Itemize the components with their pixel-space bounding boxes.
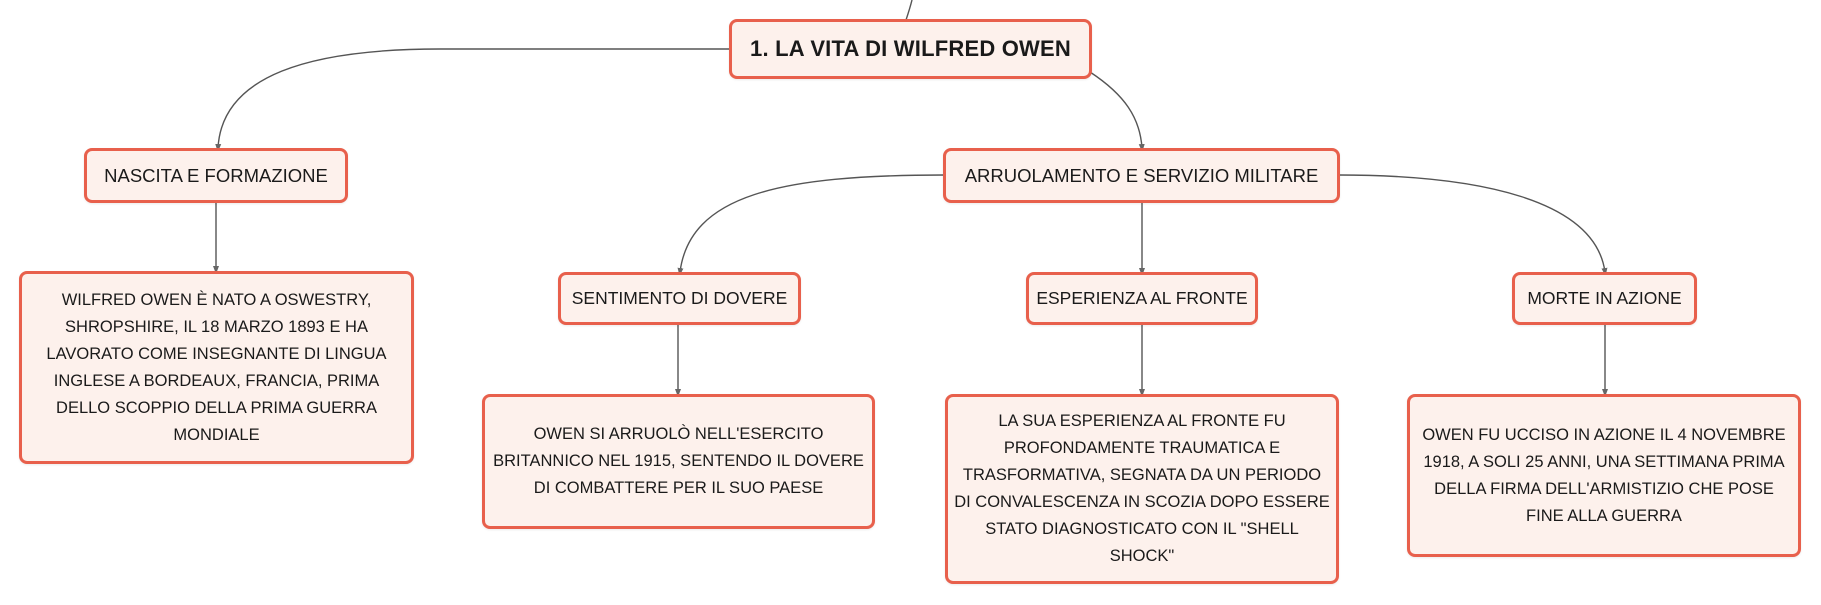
root-label: 1. LA VITA DI WILFRED OWEN xyxy=(750,36,1071,61)
root-node[interactable]: 1. LA VITA DI WILFRED OWEN xyxy=(729,19,1092,79)
node-esperienza-fronte[interactable]: ESPERIENZA AL FRONTE xyxy=(1026,272,1258,325)
node-label: ESPERIENZA AL FRONTE xyxy=(1036,288,1248,308)
connector-arruolamento-morte xyxy=(1337,174,1608,276)
node-label: ARRUOLAMENTO E SERVIZIO MILITARE xyxy=(964,164,1319,186)
node-text: OWEN SI ARRUOLÒ NELL'ESERCITO BRITANNICO… xyxy=(493,425,864,497)
connector-arruolamento-dovere xyxy=(677,174,945,276)
node-fronte-detail[interactable]: LA SUA ESPERIENZA AL FRONTE FU PROFONDAM… xyxy=(945,394,1339,584)
node-label: NASCITA E FORMAZIONE xyxy=(104,164,328,186)
connector-root-arruolamento xyxy=(1089,71,1145,152)
node-morte-detail[interactable]: OWEN FU UCCISO IN AZIONE IL 4 NOVEMBRE 1… xyxy=(1407,394,1801,557)
node-label: SENTIMENTO DI DOVERE xyxy=(571,288,788,308)
node-text: OWEN FU UCCISO IN AZIONE IL 4 NOVEMBRE 1… xyxy=(1422,425,1786,525)
node-text: LA SUA ESPERIENZA AL FRONTE FU PROFONDAM… xyxy=(954,412,1330,565)
connector-parent-root xyxy=(905,0,913,21)
node-nascita-formazione[interactable]: NASCITA E FORMAZIONE xyxy=(84,148,348,203)
node-morte-azione[interactable]: MORTE IN AZIONE xyxy=(1512,272,1697,325)
node-label: MORTE IN AZIONE xyxy=(1527,288,1682,308)
node-sentimento-dovere[interactable]: SENTIMENTO DI DOVERE xyxy=(558,272,801,325)
connector-root-nascita xyxy=(215,48,730,152)
node-arruolamento-servizio[interactable]: ARRUOLAMENTO E SERVIZIO MILITARE xyxy=(943,148,1340,203)
node-nascita-detail[interactable]: WILFRED OWEN È NATO A OSWESTRY, SHROPSHI… xyxy=(19,271,414,464)
node-text: WILFRED OWEN È NATO A OSWESTRY, SHROPSHI… xyxy=(46,290,387,444)
node-dovere-detail[interactable]: OWEN SI ARRUOLÒ NELL'ESERCITO BRITANNICO… xyxy=(482,394,875,529)
